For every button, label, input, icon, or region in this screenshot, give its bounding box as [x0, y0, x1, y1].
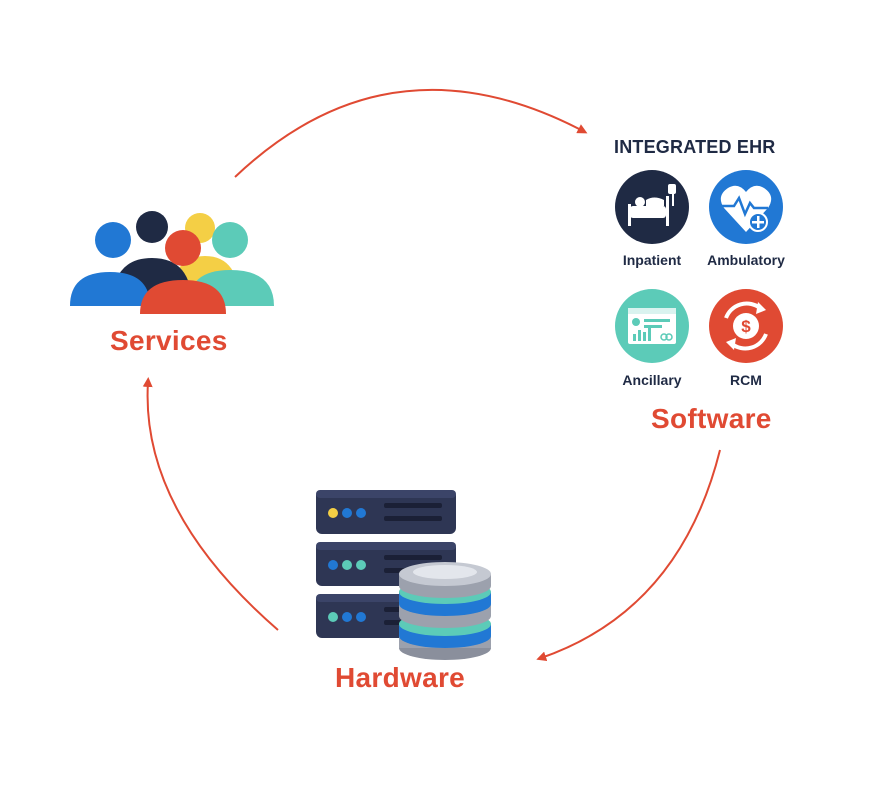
- module-label-inpatient: Inpatient: [622, 252, 682, 268]
- svg-text:$: $: [741, 317, 751, 336]
- hospital-bed-icon: [615, 170, 689, 244]
- hardware-label: Hardware: [335, 662, 466, 693]
- arrow-services-to-software: [234, 88, 588, 178]
- people-group-icon: [70, 211, 274, 314]
- services-label: Services: [110, 325, 228, 356]
- arrow-software-to-hardware: [536, 449, 721, 662]
- module-label-rcm: RCM: [730, 372, 762, 388]
- dashboard-screen-icon: [615, 289, 689, 363]
- integrated-ehr-title: INTEGRATED EHR: [614, 137, 776, 157]
- module-label-ambulatory: Ambulatory: [707, 252, 785, 268]
- server-database-icon: [316, 490, 491, 660]
- module-label-ancillary: Ancillary: [622, 372, 682, 388]
- software-label: Software: [651, 403, 772, 434]
- dollar-cycle-icon: $: [709, 289, 783, 363]
- arrow-hardware-to-services: [142, 377, 279, 631]
- heart-pulse-icon: [709, 170, 783, 244]
